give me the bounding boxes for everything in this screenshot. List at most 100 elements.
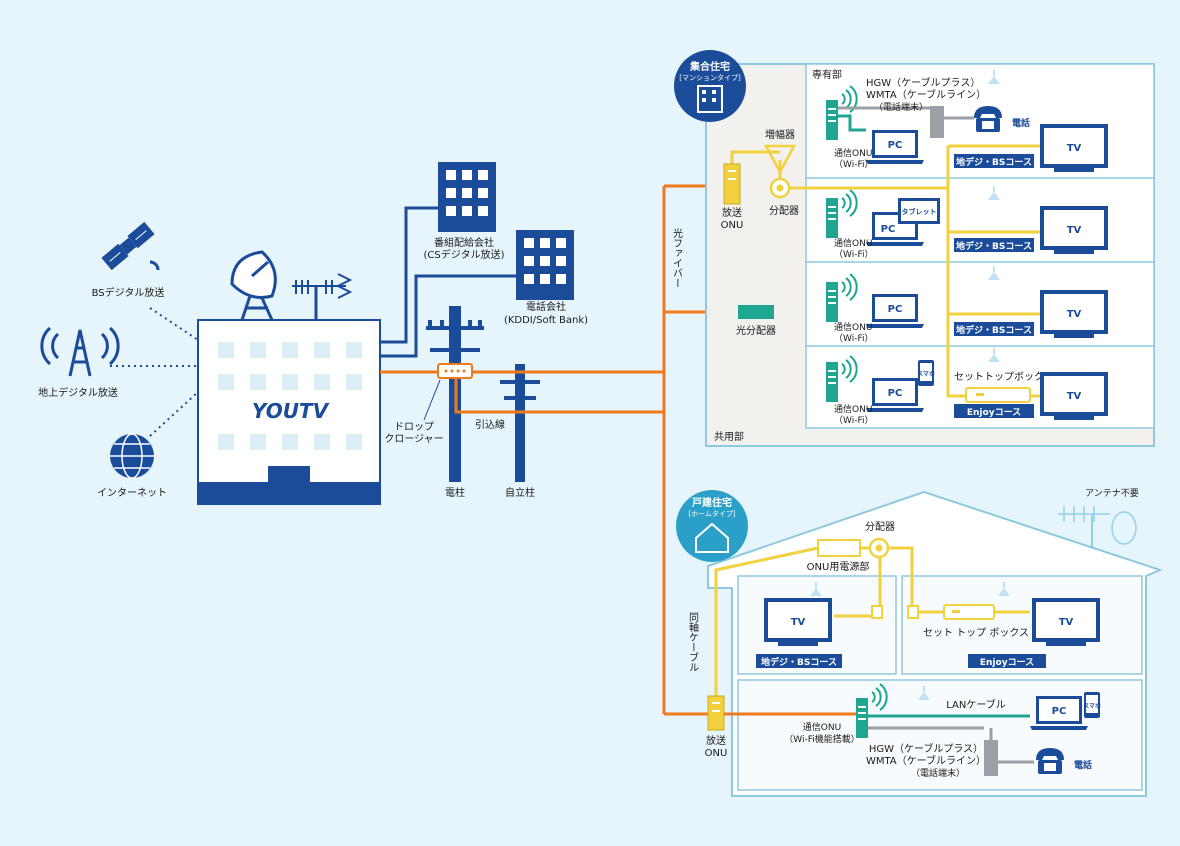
apt-splitter-label: 分配器 bbox=[769, 205, 799, 217]
phone-label: 電話 bbox=[1012, 117, 1030, 129]
course-digital-label: 地デジ・BSコース bbox=[761, 656, 837, 668]
lan-cable-label: LANケーブル bbox=[946, 698, 1006, 711]
pc-label: PC bbox=[881, 224, 896, 235]
house-comm-onu-label-2: （Wi-Fi機能搭載） bbox=[784, 733, 859, 745]
service-line-label: 引込線 bbox=[475, 418, 505, 431]
satellite-dish-icon bbox=[230, 250, 277, 321]
comm-onu-label-1: 通信ONU bbox=[834, 147, 872, 159]
telecom-building-icon bbox=[516, 230, 574, 300]
internet-label: インターネット bbox=[97, 487, 167, 499]
house-badge-title: 戸建住宅 bbox=[692, 496, 732, 509]
broadcast-onu-icon bbox=[723, 163, 741, 205]
course-enjoy-label: Enjoyコース bbox=[967, 407, 1021, 418]
house-hgw-line-1: HGW（ケーブルプラス） bbox=[869, 742, 983, 755]
tv-label: TV bbox=[1067, 391, 1082, 402]
course-enjoy-badge bbox=[968, 654, 1046, 668]
wall-outlet-icon bbox=[871, 605, 883, 619]
house-onu-broadcast-label-1: 放送 bbox=[706, 734, 726, 747]
drop-closure-label-1: ドロップ bbox=[394, 421, 434, 433]
house-broadcast-onu-icon bbox=[707, 695, 725, 731]
comm-onu-label-2: （Wi-Fi） bbox=[834, 249, 873, 260]
apt-hgw-line-3: （電話端末） bbox=[874, 101, 928, 113]
house-coax-network bbox=[714, 546, 1030, 696]
comm-onu-icon bbox=[826, 362, 838, 402]
apartment-badge: 集合住宅 [マンションタイプ] bbox=[674, 50, 746, 122]
pc-label: PC bbox=[1052, 706, 1067, 717]
satellite-signal-icon bbox=[149, 260, 160, 271]
apt-onu-broadcast-label-1: 放送 bbox=[722, 206, 742, 219]
set-top-box-icon bbox=[943, 604, 995, 620]
tv-label: TV bbox=[1067, 225, 1082, 236]
no-antenna-label: アンテナ不要 bbox=[1085, 488, 1139, 499]
apartment-badge-title: 集合住宅 bbox=[689, 60, 730, 73]
broadcaster-building-icon bbox=[438, 162, 496, 232]
apt-hgw-line-2: WMTA（ケーブルライン） bbox=[866, 88, 986, 101]
apartment-building-icon bbox=[697, 85, 723, 113]
drop-closure-icon bbox=[437, 363, 473, 379]
pc-label: PC bbox=[888, 304, 903, 315]
broadcast-tower-icon bbox=[40, 326, 120, 377]
tv-label: TV bbox=[1067, 309, 1082, 320]
pole-label: 電柱 bbox=[445, 486, 465, 499]
smartphone-label: スマホ bbox=[1083, 703, 1101, 710]
comm-onu-icon bbox=[826, 282, 838, 322]
self-standing-pole-icon bbox=[500, 364, 540, 482]
satellite-icon bbox=[101, 221, 155, 271]
apt-hgw-line-1: HGW（ケーブルプラス） bbox=[866, 76, 980, 89]
apt-onu-broadcast-label-2: ONU bbox=[721, 220, 744, 231]
course-digital-badge bbox=[954, 322, 1034, 336]
house-badge: 戸建住宅 [ホームタイプ] bbox=[676, 490, 748, 562]
comm-onu-label-2: （Wi-Fi） bbox=[834, 159, 873, 170]
broadcaster-label-1: 番組配給会社 bbox=[434, 236, 494, 249]
optical-splitter-icon bbox=[738, 305, 774, 319]
phone-icon bbox=[1036, 748, 1064, 774]
telecom-label-1: 電話会社 bbox=[526, 300, 566, 313]
course-enjoy-badge bbox=[954, 404, 1034, 418]
house-icon bbox=[695, 522, 729, 553]
stb-label: セットトップボックス bbox=[954, 371, 1054, 383]
set-top-box-icon bbox=[965, 387, 1031, 403]
drop-closure-label-2: クロージャー bbox=[384, 433, 443, 445]
house-hgw-line-2: WMTA（ケーブルライン） bbox=[866, 754, 986, 767]
house-stb-label: セット トップ ボックス bbox=[923, 627, 1029, 639]
comm-onu-label-2: （Wi-Fi） bbox=[834, 333, 873, 344]
bs-link bbox=[149, 307, 199, 341]
comm-onu-label-1: 通信ONU bbox=[834, 403, 872, 415]
hgw-device-icon bbox=[930, 106, 944, 138]
course-digital-label: 地デジ・BSコース bbox=[956, 240, 1032, 252]
house-onu-broadcast-label-2: ONU bbox=[705, 748, 728, 759]
phone-label: 電話 bbox=[1074, 759, 1092, 771]
tv-label: TV bbox=[791, 617, 806, 628]
house-badge-sub: [ホームタイプ] bbox=[688, 509, 736, 518]
wall-outlet-icon bbox=[907, 605, 919, 619]
onu-power-unit-icon bbox=[817, 539, 861, 557]
fiber-label: 光ファイバー bbox=[671, 227, 683, 288]
tablet-label: タブレット bbox=[902, 207, 937, 216]
terrestrial-broadcast-label: 地上デジタル放送 bbox=[38, 386, 118, 399]
course-digital-badge bbox=[756, 654, 842, 668]
comm-onu-icon bbox=[826, 198, 838, 238]
course-digital-badge bbox=[954, 238, 1034, 252]
onu-power-label: ONU用電源部 bbox=[807, 560, 870, 573]
comm-onu-icon bbox=[856, 698, 868, 738]
self-pole-label: 自立柱 bbox=[505, 486, 535, 499]
pc-label: PC bbox=[888, 388, 903, 399]
youtv-logo: YOUTV bbox=[252, 399, 330, 423]
coax-label: 同軸ケーブル bbox=[687, 612, 699, 672]
telecom-label-2: (KDDI/Soft Bank) bbox=[504, 315, 588, 326]
course-digital-badge bbox=[954, 154, 1034, 168]
comm-onu-label-1: 通信ONU bbox=[834, 237, 872, 249]
smartphone-label: スマホ bbox=[917, 371, 935, 378]
drop-closure-pointer bbox=[423, 379, 441, 421]
comm-onu-label-1: 通信ONU bbox=[834, 321, 872, 333]
pc-label: PC bbox=[888, 140, 903, 151]
internet-link bbox=[149, 391, 199, 437]
telecom-link bbox=[380, 274, 516, 358]
private-area-label: 専有部 bbox=[812, 68, 842, 81]
house-hgw-line-3: （電話端末） bbox=[911, 767, 965, 779]
common-area-label: 共用部 bbox=[714, 430, 744, 443]
course-enjoy-label: Enjoyコース bbox=[980, 657, 1034, 668]
house-splitter-icon bbox=[868, 537, 890, 559]
phone-icon bbox=[974, 106, 1002, 132]
